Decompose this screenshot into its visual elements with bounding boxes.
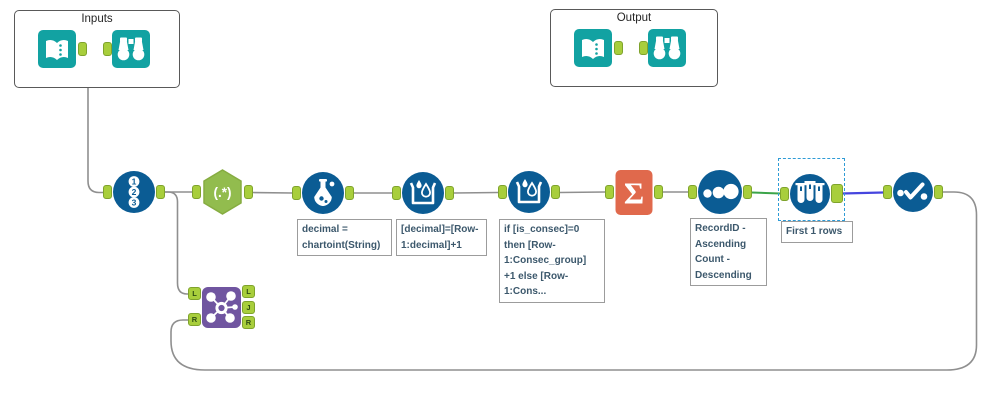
multi-row-formula-icon [508, 171, 550, 213]
sigma-glyph: Σ [624, 176, 644, 211]
sort-tool[interactable] [698, 170, 742, 214]
sort-dots-icon [698, 170, 742, 214]
join-output-anchor-join[interactable]: J [242, 300, 255, 314]
sort-annotation[interactable]: RecordID - Ascending Count - Descending [690, 218, 767, 286]
svg-text:2: 2 [132, 187, 137, 197]
formula-tool[interactable] [302, 172, 344, 214]
regex-tool[interactable]: (.*) [202, 169, 243, 215]
multi-row-formula-tool-1[interactable] [402, 172, 444, 214]
summarize-tool[interactable]: Σ [615, 169, 653, 216]
checkmark-icon [893, 172, 933, 212]
unique-output-anchor[interactable] [934, 185, 943, 199]
sample-output-anchor[interactable] [831, 184, 843, 203]
summarize-output-anchor[interactable] [654, 185, 663, 199]
multirow2-input-anchor[interactable] [498, 185, 507, 199]
join-tool[interactable] [202, 287, 241, 328]
regex-input-anchor[interactable] [192, 185, 201, 199]
unique-input-anchor[interactable] [883, 185, 892, 199]
sigma-icon: Σ [615, 170, 653, 215]
sort-input-anchor[interactable] [688, 185, 697, 199]
sample-tool[interactable] [790, 174, 830, 214]
browse-tool-inputs[interactable] [112, 30, 150, 68]
join-input-anchor-right[interactable]: R [188, 313, 201, 326]
multi-row-formula-tool-2[interactable] [508, 171, 550, 213]
sort-output-anchor[interactable] [743, 185, 752, 199]
sample-annotation[interactable]: First 1 rows [781, 221, 853, 243]
wire-recordid-to-join-l[interactable] [165, 191, 189, 295]
multirow1-annotation[interactable]: [decimal]=[Row- 1:decimal]+1 [396, 219, 487, 256]
formula-annotation[interactable]: decimal = chartoint(String) [297, 219, 392, 256]
multirow2-annotation[interactable]: if [is_consec]=0 then [Row- 1:Consec_gro… [499, 219, 605, 303]
join-molecule-icon [202, 287, 241, 328]
recordid-input-anchor[interactable] [103, 185, 112, 199]
multirow1-output-anchor[interactable] [445, 186, 454, 200]
inputs-browse-input-anchor[interactable] [103, 42, 112, 56]
input-data-tool[interactable] [38, 30, 76, 68]
svg-text:3: 3 [132, 197, 137, 207]
sample-input-anchor[interactable] [780, 187, 789, 201]
wire-multirow2-to-summarize[interactable] [559, 191, 606, 194]
wire-sort-to-sample[interactable] [751, 191, 781, 195]
wire-multirow1-to-multirow2[interactable] [453, 191, 499, 194]
output-container-title: Output [616, 12, 652, 24]
join-input-anchor-left[interactable]: L [188, 287, 201, 300]
record-id-tool[interactable]: 1 2 3 [113, 171, 155, 213]
wire-inputs-to-recordid[interactable] [87, 50, 103, 194]
test-tubes-icon [790, 174, 830, 214]
output-data-tool[interactable] [574, 29, 612, 67]
book-icon [574, 29, 612, 67]
recordid-output-anchor[interactable] [156, 185, 165, 199]
selection-outline [778, 158, 845, 221]
regex-hexagon-icon: (.*) [203, 169, 242, 215]
multirow1-input-anchor[interactable] [392, 186, 401, 200]
browse-tool-output[interactable] [648, 29, 686, 67]
wire-unique-to-join-r[interactable] [170, 191, 978, 371]
flask-icon [302, 172, 344, 214]
wire-sample-to-unique[interactable] [841, 191, 884, 195]
wire-regex-to-formula[interactable] [252, 191, 293, 194]
multirow2-output-anchor[interactable] [551, 185, 560, 199]
regex-label: (.*) [214, 185, 232, 200]
unique-tool[interactable] [893, 172, 933, 212]
book-icon [38, 30, 76, 68]
output-book-output-anchor[interactable] [614, 41, 623, 55]
formula-output-anchor[interactable] [345, 186, 354, 200]
svg-text:1: 1 [132, 176, 137, 186]
formula-input-anchor[interactable] [292, 186, 301, 200]
regex-output-anchor[interactable] [244, 185, 253, 199]
binoculars-icon [648, 29, 686, 67]
join-output-anchor-left[interactable]: L [242, 285, 255, 298]
summarize-input-anchor[interactable] [605, 185, 614, 199]
output-browse-input-anchor[interactable] [639, 41, 648, 55]
binoculars-icon [112, 30, 150, 68]
multi-row-formula-icon [402, 172, 444, 214]
join-output-anchor-right[interactable]: R [242, 316, 255, 329]
record-id-icon: 1 2 3 [113, 171, 155, 213]
inputs-container-title: Inputs [81, 13, 113, 25]
inputs-book-output-anchor[interactable] [78, 42, 87, 56]
